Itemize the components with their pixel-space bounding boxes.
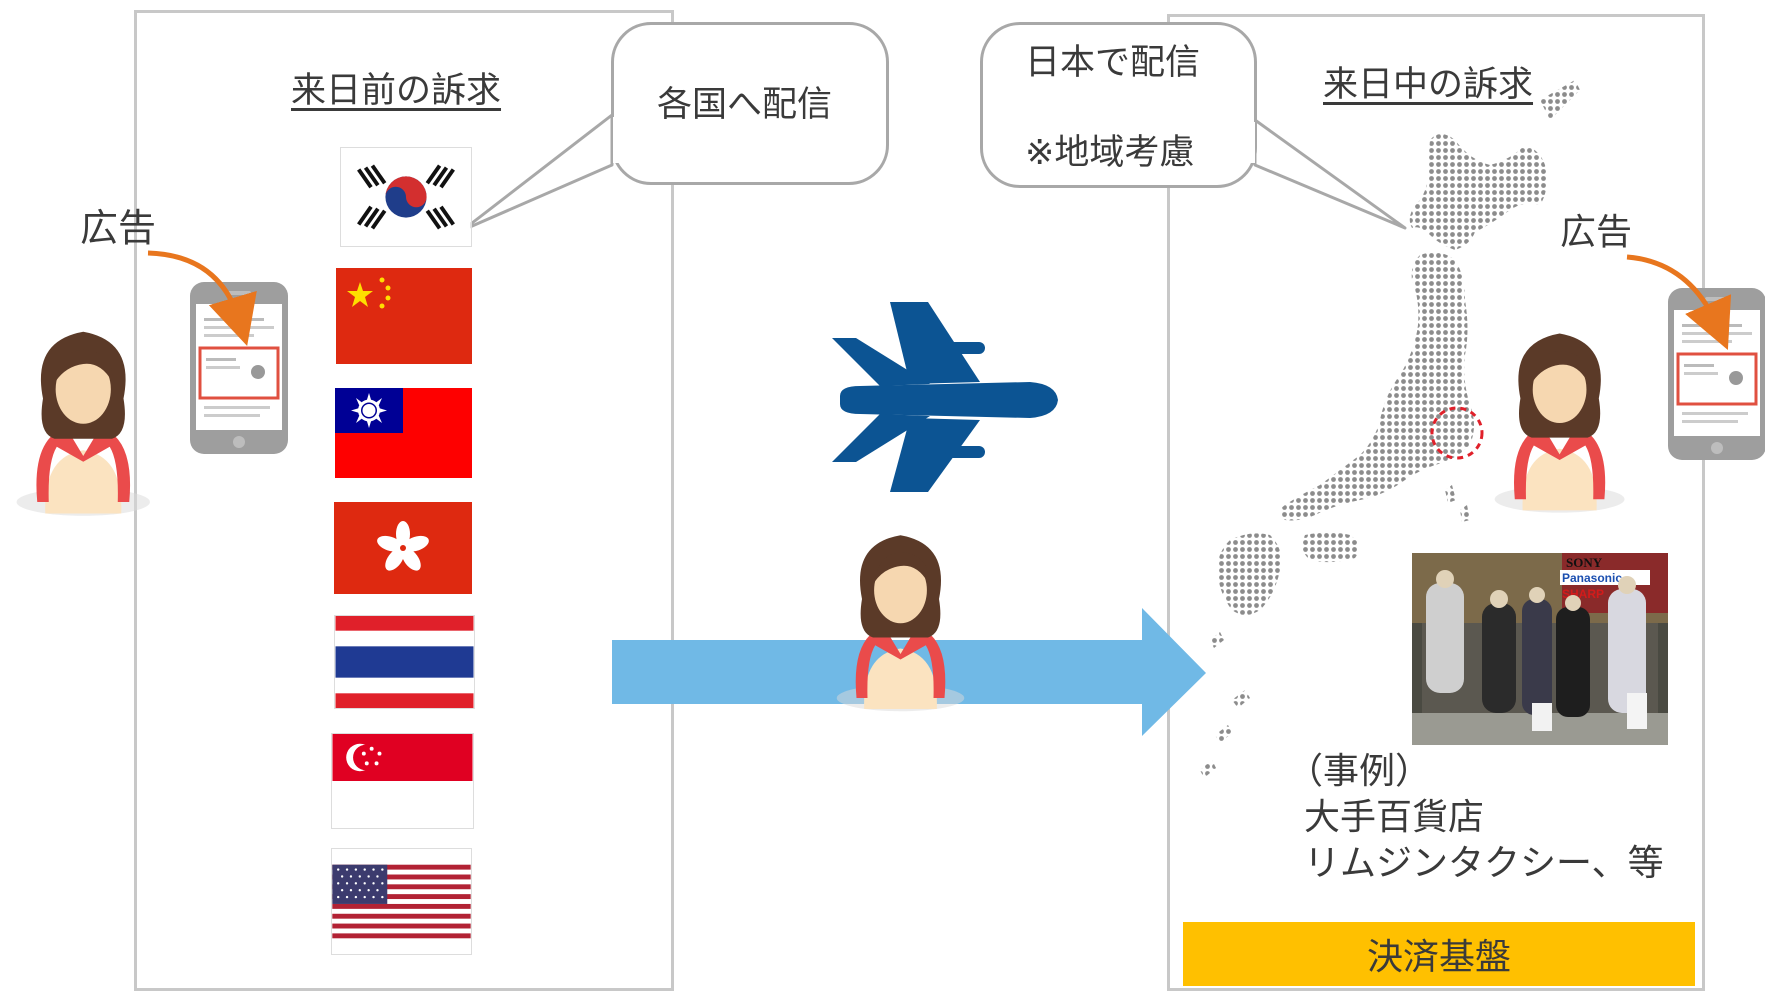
flag-singapore: [331, 733, 474, 829]
japan-delivery-text: 日本で配信: [1025, 43, 1201, 83]
payment-platform-label: 決済基盤: [1366, 937, 1511, 978]
japan-map: [1200, 80, 1580, 778]
example-label: （事例）: [1287, 751, 1432, 792]
tourist-icon-traveling: [836, 535, 965, 712]
tourist-icon-right: [1494, 333, 1625, 513]
flag-thailand: [334, 615, 475, 709]
ad-label-right: 広告: [1560, 212, 1633, 253]
in-japan-title: 来日中の訴求: [1323, 65, 1534, 105]
region-highlight-circle: [1430, 406, 1484, 460]
flag-south-korea: [340, 147, 472, 247]
region-consideration-text: ※地域考慮: [1025, 133, 1195, 173]
pre-visit-title: 来日前の訴求: [291, 71, 502, 111]
japan-delivery-bubble: [980, 22, 1257, 188]
photo-sign-sony: SONY: [1566, 555, 1603, 570]
airplane-icon: [832, 302, 1058, 492]
flag-taiwan: [335, 388, 472, 478]
phone-icon-right: [1666, 286, 1765, 462]
photo-sign-panasonic: Panasonic: [1562, 571, 1622, 585]
flag-china: [336, 268, 472, 364]
shopping-street-photo: SONY Panasonic SHARP: [1412, 553, 1668, 745]
tourist-icon-left: [16, 331, 150, 516]
example-department-store: 大手百貨店: [1304, 797, 1485, 838]
flag-united-states: [331, 848, 472, 955]
flag-hong-kong: [334, 502, 472, 594]
phone-icon-left: [188, 280, 290, 456]
country-delivery-bubble: [611, 22, 889, 185]
country-delivery-text: 各国へ配信: [657, 85, 833, 125]
ad-arrow-left: [147, 250, 257, 346]
ad-arrow-right: [1626, 254, 1732, 350]
payment-platform-bar: 決済基盤: [1183, 922, 1695, 986]
ad-label-left: 広告: [80, 206, 157, 250]
example-limousine-taxi: リムジンタクシー、等: [1304, 843, 1664, 884]
